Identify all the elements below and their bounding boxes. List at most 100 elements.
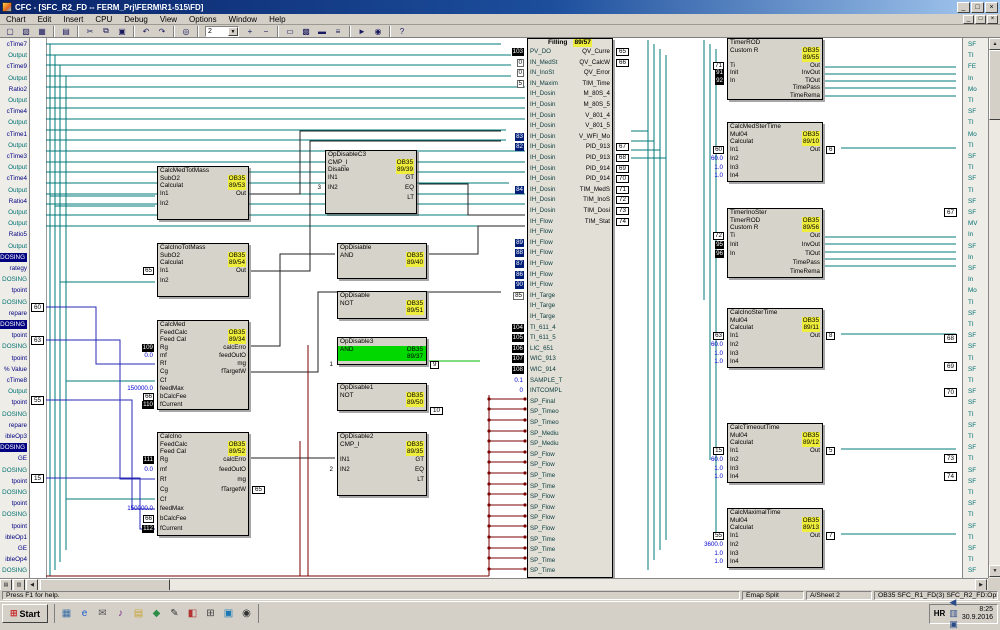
io-output-ref[interactable]: 66 bbox=[616, 58, 629, 67]
io-output-ref[interactable]: 74 bbox=[616, 217, 629, 226]
redo-icon[interactable]: ↷ bbox=[154, 25, 170, 37]
display-icon[interactable]: ▣ bbox=[949, 619, 958, 629]
sheetbar-left-item[interactable]: cTime7 bbox=[6, 41, 27, 48]
sheetbar-left-item[interactable]: GE bbox=[17, 455, 27, 463]
sheet-ref-connector[interactable]: 60 bbox=[31, 303, 45, 312]
sheetbar-left-item[interactable]: ibleOp3 bbox=[5, 433, 27, 440]
volume-icon[interactable]: ◀ bbox=[949, 597, 957, 607]
sheetbar-left-item[interactable]: cTime9 bbox=[6, 63, 27, 71]
sheetbar-left-item[interactable]: Output bbox=[8, 242, 27, 250]
sheetbar-right-item[interactable]: MV bbox=[968, 220, 978, 228]
io-output-ref[interactable]: 67 bbox=[616, 143, 629, 152]
sheetbar-left-item[interactable]: Ratio2 bbox=[8, 85, 27, 93]
print-icon[interactable]: ▤ bbox=[58, 25, 74, 37]
sheetbar-left-item[interactable]: cTime4 bbox=[6, 175, 27, 183]
zoom-in-icon[interactable]: + bbox=[242, 25, 258, 37]
sheetbar-right-item[interactable]: SF bbox=[968, 365, 977, 373]
sheetbar-right-item[interactable]: TI bbox=[968, 433, 974, 440]
menu-item-chart[interactable]: Chart bbox=[6, 14, 26, 24]
sheetbar-right-item[interactable]: SF bbox=[968, 444, 977, 452]
find-icon[interactable]: ◎ bbox=[178, 25, 194, 37]
sheet-ref-connector[interactable]: 67 bbox=[944, 208, 958, 217]
sheetbar-right-item[interactable]: TI bbox=[968, 164, 974, 172]
sheetbar-right-item[interactable]: SF bbox=[968, 41, 977, 48]
editor-icon[interactable]: ✎ bbox=[170, 608, 179, 619]
start-button[interactable]: ⊞ Start bbox=[2, 604, 48, 623]
run-mode-icon[interactable]: ► bbox=[354, 25, 370, 37]
sheetbar-left-item[interactable]: Output bbox=[8, 209, 27, 216]
sheetbar-right-item[interactable]: SF bbox=[968, 175, 977, 183]
sheetbar-right-item[interactable]: TI bbox=[968, 119, 974, 127]
sheetbar-right-item[interactable]: SF bbox=[968, 209, 977, 216]
sheetbar-right-item[interactable]: SF bbox=[968, 153, 977, 160]
mdi-close-button[interactable]: × bbox=[987, 14, 998, 24]
sheetbar-right-item[interactable]: SF bbox=[968, 332, 977, 340]
sheetbar-left-item[interactable]: Output bbox=[8, 220, 27, 228]
sheetbar-right-item[interactable]: TI bbox=[968, 52, 974, 60]
sheetbar-left-item[interactable]: ibleOp4 bbox=[5, 556, 27, 564]
sheetbar-left-item[interactable]: tpoint bbox=[11, 354, 27, 362]
sheet-view-icon[interactable]: ▬ bbox=[314, 25, 330, 37]
sheetbar-left-item[interactable]: rategy bbox=[9, 265, 27, 272]
open-icon[interactable]: ▧ bbox=[18, 25, 34, 37]
sheet-ref-connector[interactable]: 15 bbox=[31, 474, 45, 483]
sheetbar-left-item[interactable]: repare bbox=[8, 309, 27, 317]
io-output-ref[interactable]: 68 bbox=[616, 154, 629, 162]
sheetbar-right-item[interactable]: SF bbox=[968, 466, 977, 474]
sheetbar-right-item[interactable]: SF bbox=[968, 522, 977, 530]
sheetbar-right-item[interactable]: TI bbox=[968, 377, 974, 384]
save-icon[interactable]: ▦ bbox=[34, 25, 50, 37]
sheetbar-left-item[interactable]: % Value bbox=[4, 365, 27, 373]
minimize-button[interactable]: _ bbox=[957, 1, 970, 13]
output-ref[interactable]: 8 bbox=[826, 332, 836, 340]
sheetbar-left-item[interactable]: tpoint bbox=[11, 399, 27, 407]
sheetbar-left-item[interactable]: cTime4 bbox=[6, 108, 27, 116]
sheetbar-left-item[interactable]: GE bbox=[17, 545, 27, 552]
sheetbar-left-item[interactable]: tpoint bbox=[11, 332, 27, 340]
sheetbar-left-item[interactable]: Output bbox=[8, 186, 27, 194]
sheetbar-left-item[interactable]: Output bbox=[8, 388, 27, 396]
sheetbar-right-item[interactable]: TI bbox=[968, 354, 974, 362]
sheetbar-right-item[interactable]: TI bbox=[968, 298, 974, 306]
sheetbar-right-item[interactable]: SF bbox=[968, 545, 977, 552]
sheet-ref-connector[interactable]: 70 bbox=[944, 388, 958, 397]
sheetbar-left-item[interactable]: DOSING bbox=[2, 567, 27, 575]
output-ref[interactable]: 7 bbox=[826, 532, 836, 540]
sheetbar-left-item[interactable]: ibleOp1 bbox=[5, 533, 27, 541]
sheetbar-left-item[interactable]: DOSING bbox=[0, 320, 27, 329]
sheetbar-right-item[interactable]: SF bbox=[968, 567, 977, 575]
sheetbar-left-item[interactable]: Output bbox=[8, 97, 27, 104]
sheetbar-right-item[interactable]: SF bbox=[968, 265, 977, 272]
folder-icon[interactable]: ▤ bbox=[133, 608, 144, 619]
scroll-down-icon[interactable]: ▼ bbox=[989, 565, 1000, 577]
sheetbar-right-item[interactable]: TI bbox=[968, 410, 974, 418]
menu-item-options[interactable]: Options bbox=[189, 14, 217, 24]
vertical-scrollbar[interactable]: ▲ ▼ bbox=[988, 38, 1000, 578]
sheetbar-right-item[interactable]: TI bbox=[968, 533, 974, 541]
sheetbar-left-item[interactable]: DOSING bbox=[2, 298, 27, 306]
sheetbar-left-item[interactable]: repare bbox=[8, 421, 27, 429]
io-output-ref[interactable]: 73 bbox=[616, 207, 629, 215]
tools-icon[interactable]: ⊞ bbox=[206, 608, 215, 619]
sheetbar-left-item[interactable]: Output bbox=[8, 119, 27, 127]
scroll-up-icon[interactable]: ▲ bbox=[989, 38, 1000, 50]
camera-icon[interactable]: ◉ bbox=[242, 608, 251, 619]
sheet-ref-connector[interactable]: 55 bbox=[31, 396, 45, 405]
sheetbar-right-item[interactable]: SF bbox=[968, 399, 977, 407]
sheetbar-right-item[interactable]: TI bbox=[968, 97, 974, 104]
sheetbar-left-item[interactable]: DOSING bbox=[2, 466, 27, 474]
output-ref[interactable]: 6 bbox=[826, 146, 836, 154]
paint-icon[interactable]: ◧ bbox=[187, 608, 198, 619]
sheetbar-right-item[interactable]: SF bbox=[968, 343, 977, 351]
sheetbar-left-item[interactable]: tpoint bbox=[11, 522, 27, 530]
output-ref[interactable]: 65 bbox=[252, 485, 265, 494]
sheetbar-right-item[interactable]: SF bbox=[968, 197, 977, 205]
horizontal-scrollbar[interactable]: ▤ ▥ ◀ ▶ bbox=[0, 578, 988, 591]
